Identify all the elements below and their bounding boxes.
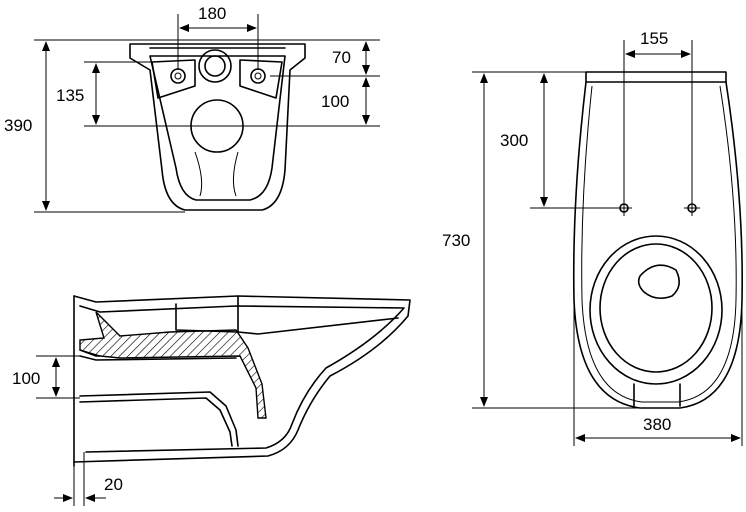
rear-view-outline <box>129 43 306 211</box>
dim-label-100-side: 100 <box>12 369 40 388</box>
top-left-hole-icon <box>619 203 629 213</box>
right-fixing-hole-icon <box>250 68 266 84</box>
side-section: 100 20 <box>12 295 411 506</box>
seat-inner <box>599 243 713 373</box>
seat-outer <box>589 235 723 385</box>
rear-view-inner <box>149 55 286 201</box>
hatched-section <box>79 311 267 419</box>
left-fixing-hole-icon <box>170 68 186 84</box>
bowl-drain-icon <box>637 264 680 300</box>
side-outer-shell <box>73 295 411 463</box>
dim-label-300: 300 <box>500 131 528 150</box>
dim-label-100-top: 100 <box>321 92 349 111</box>
top-right-hole-icon <box>687 203 697 213</box>
dim-label-20: 20 <box>104 475 123 494</box>
top-view: 155 300 730 380 <box>442 29 743 446</box>
side-lower-duct <box>79 391 239 447</box>
dim-label-155: 155 <box>640 29 668 48</box>
dim-label-135: 135 <box>56 86 84 105</box>
dim-label-70: 70 <box>332 48 351 67</box>
top-view-rear <box>585 71 727 83</box>
dim-label-180: 180 <box>198 4 226 23</box>
right-bracket-slot <box>239 59 283 99</box>
dim-label-390: 390 <box>4 116 32 135</box>
dim-label-380: 380 <box>643 415 671 434</box>
dim-label-730: 730 <box>442 231 470 250</box>
rear-view: 180 70 100 135 390 <box>4 4 380 213</box>
top-view-outline <box>572 81 743 409</box>
left-bracket-slot <box>151 59 196 99</box>
water-inlet-icon <box>198 49 232 83</box>
